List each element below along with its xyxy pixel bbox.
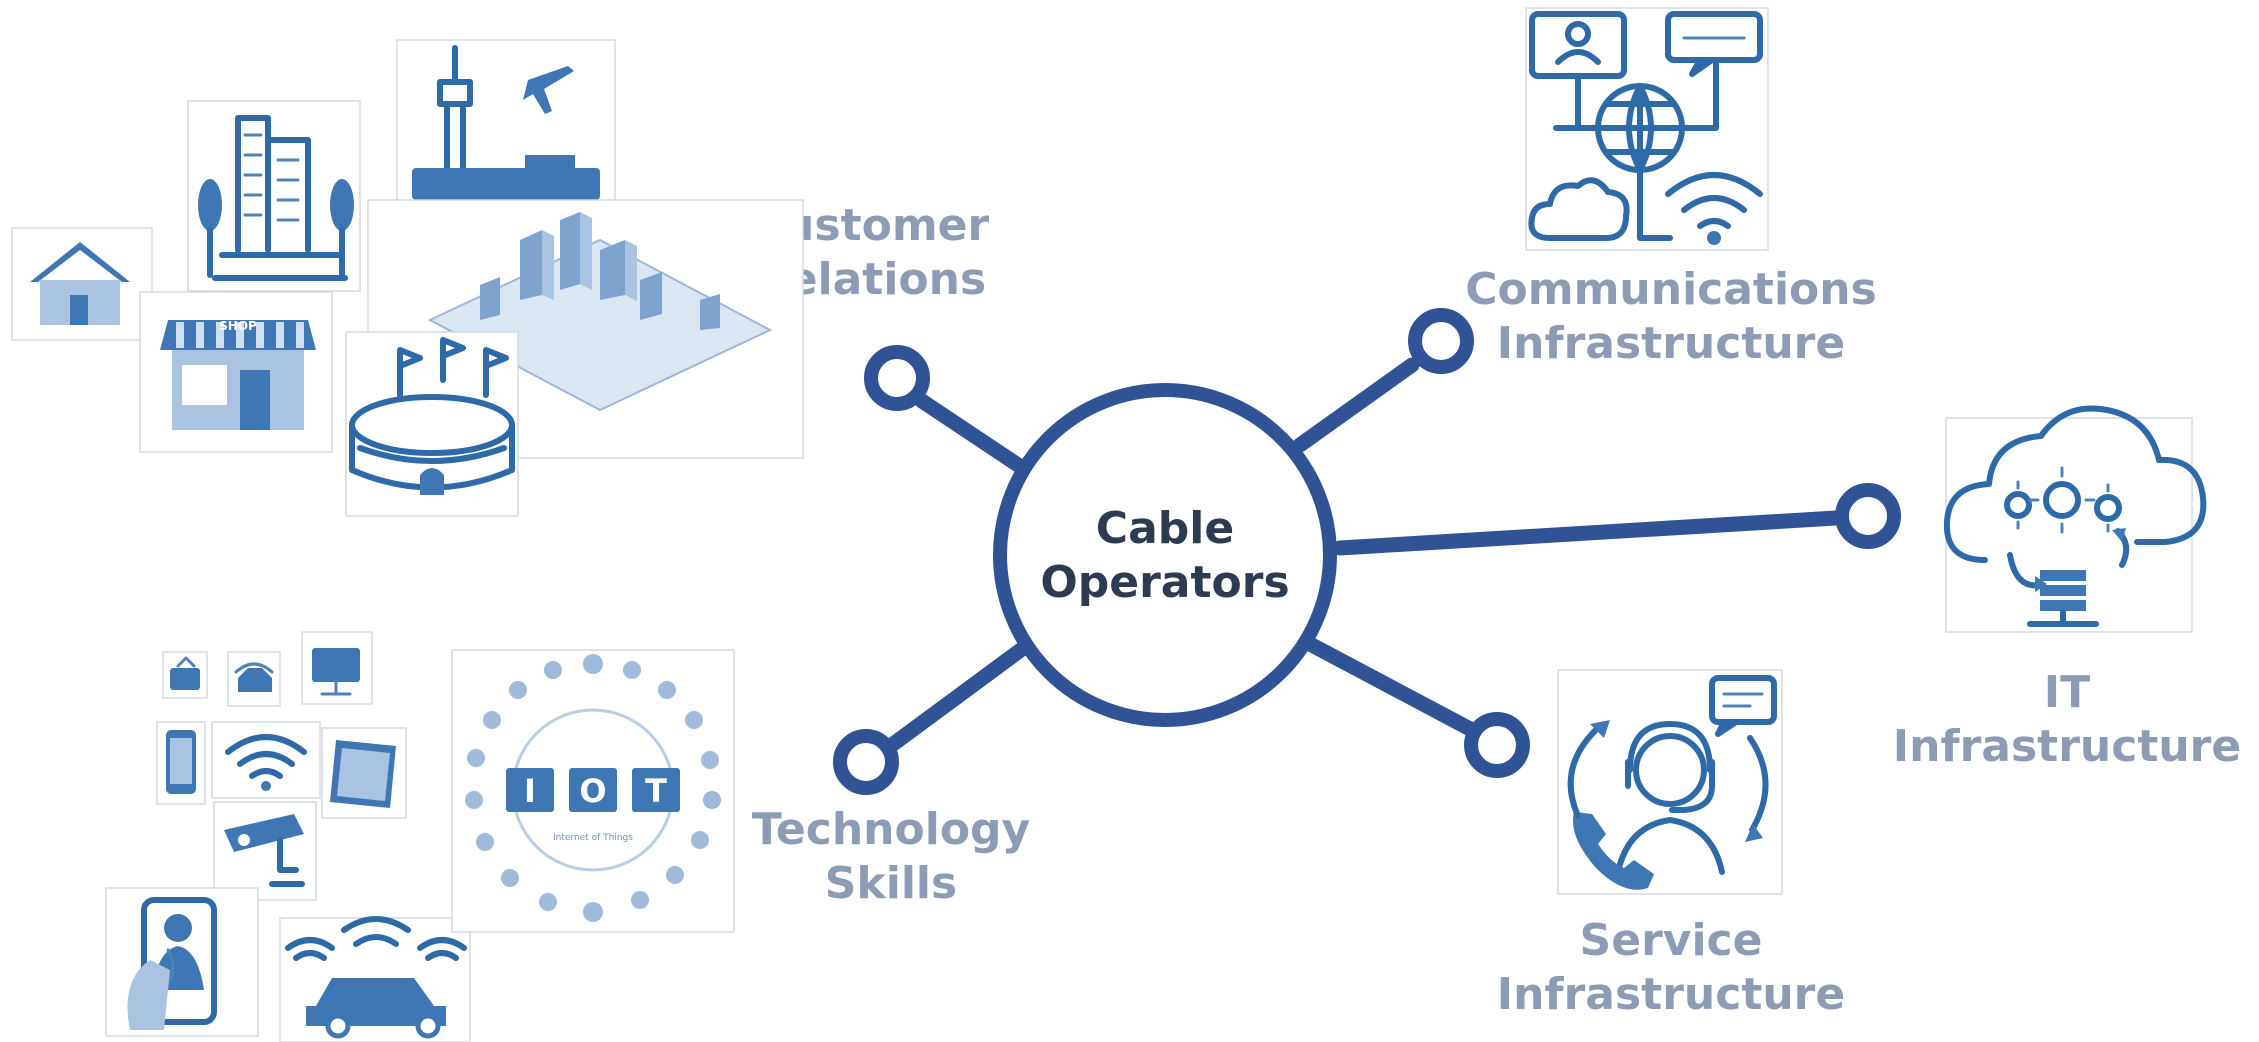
customer-relations-image-cluster: SHOP: [11, 39, 804, 517]
security-camera-icon: [213, 801, 317, 901]
service-line1: Service: [1580, 915, 1763, 966]
technology-line1: Technology: [752, 804, 1030, 855]
iot-badge: I O T Internet of Things: [451, 649, 735, 933]
iot-caption: Internet of Things: [553, 833, 633, 843]
hub-label-line2: Operators: [1040, 557, 1289, 608]
iot-letter-t: T: [645, 772, 667, 810]
it-line1: IT: [2044, 667, 2090, 718]
communications-network-icon: [1525, 7, 1769, 251]
shop-sign: SHOP: [219, 319, 257, 333]
connector-service-infrastructure: [1302, 636, 1530, 778]
smartphone-icon: [156, 721, 206, 805]
hub-node: Cable Operators: [993, 383, 1337, 727]
customer-support-icon: [1557, 669, 1783, 895]
connector-communications-infrastructure: [1292, 308, 1474, 453]
house-icon: [11, 227, 153, 341]
cloud-server-icon: [1943, 405, 2207, 633]
desktop-computer-icon: [301, 631, 373, 705]
label-communications-infrastructure: Communications Infrastructure: [1465, 264, 1877, 369]
connector-it-infrastructure: [1332, 483, 1901, 556]
telephone-icon: [227, 651, 281, 707]
iot-letter-o: O: [579, 772, 606, 810]
connected-car-icon: [279, 916, 471, 1042]
technology-devices-cluster: I O T Internet of Things: [105, 631, 735, 1042]
iot-ring-icons: [465, 654, 721, 922]
label-technology-skills: Technology Skills: [752, 804, 1030, 909]
service-line2: Infrastructure: [1497, 969, 1845, 1020]
doctor-phone-icon: [105, 887, 259, 1037]
office-building-icon: [187, 100, 361, 292]
label-service-infrastructure: Service Infrastructure: [1497, 915, 1845, 1020]
tv-icon: [162, 651, 208, 699]
technology-line2: Skills: [825, 858, 957, 909]
connector-technology-skills: [833, 641, 1030, 795]
label-it-infrastructure: IT Infrastructure: [1893, 667, 2241, 772]
communications-line1: Communications: [1465, 264, 1877, 315]
wifi-icon: [211, 721, 321, 799]
stadium-icon: [345, 331, 519, 517]
iot-letter-i: I: [524, 772, 536, 810]
shop-icon: SHOP: [139, 291, 333, 453]
tablet-icon: [321, 727, 407, 819]
communications-line2: Infrastructure: [1497, 318, 1845, 369]
connector-customer-relations: [864, 345, 1026, 473]
it-line2: Infrastructure: [1893, 721, 2241, 772]
airport-icon: [396, 39, 616, 211]
hub-label-line1: Cable: [1096, 503, 1234, 554]
